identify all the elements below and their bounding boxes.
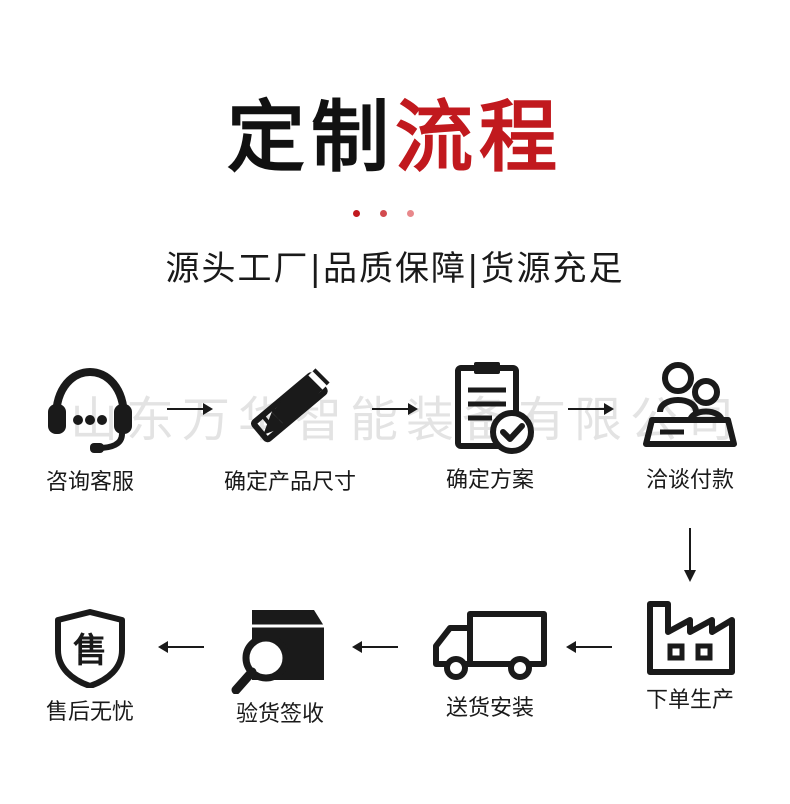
step-label: 验货签收 xyxy=(235,702,324,727)
shield-shou-icon: 售 xyxy=(55,609,125,688)
step-label: 确定方案 xyxy=(445,468,534,493)
step-confirm-plan: 确定方案 xyxy=(405,358,575,496)
step-confirm-size: 确定产品尺寸 xyxy=(205,360,375,498)
dot-3 xyxy=(407,210,414,217)
step-label: 洽谈付款 xyxy=(645,468,734,493)
clipboard-check-icon xyxy=(455,362,534,454)
factory-icon xyxy=(647,601,735,675)
page-title: 定制流程 xyxy=(0,88,790,188)
step-label: 售后无忧 xyxy=(45,700,134,725)
step-order-production: 下单生产 xyxy=(605,598,775,716)
step-label: 咨询客服 xyxy=(45,470,134,495)
meeting-users-icon xyxy=(643,362,737,447)
shield-char: 售 xyxy=(73,631,107,671)
arrow-right-icon xyxy=(372,403,418,415)
step-negotiate-payment: 洽谈付款 xyxy=(605,358,775,496)
dot-2 xyxy=(380,210,387,217)
step-label: 送货安装 xyxy=(445,696,534,721)
step-label: 下单生产 xyxy=(645,688,734,713)
arrow-right-icon xyxy=(568,403,614,415)
arrow-right-icon xyxy=(167,403,213,415)
arrow-left-icon xyxy=(352,641,398,653)
title-dots xyxy=(353,210,443,220)
step-delivery-install: 送货安装 xyxy=(405,610,575,724)
arrow-left-icon xyxy=(158,641,204,653)
delivery-truck-icon xyxy=(433,611,547,680)
arrow-down-icon xyxy=(684,528,696,582)
arrow-left-icon xyxy=(566,641,612,653)
step-consult: 咨询客服 xyxy=(5,360,175,498)
step-inspect-sign: 验货签收 xyxy=(195,604,365,730)
step-after-sales: 售 售后无忧 xyxy=(5,608,175,728)
ruler-pencil-icon xyxy=(250,368,330,443)
box-magnifier-icon xyxy=(231,610,324,694)
subtitle: 源头工厂|品质保障|货源充足 xyxy=(165,249,625,289)
headset-icon xyxy=(48,367,132,453)
title-red-part: 流程 xyxy=(395,93,564,183)
dot-1 xyxy=(353,210,360,217)
step-label: 确定产品尺寸 xyxy=(223,470,356,495)
title-black-part: 定制 xyxy=(226,93,395,183)
